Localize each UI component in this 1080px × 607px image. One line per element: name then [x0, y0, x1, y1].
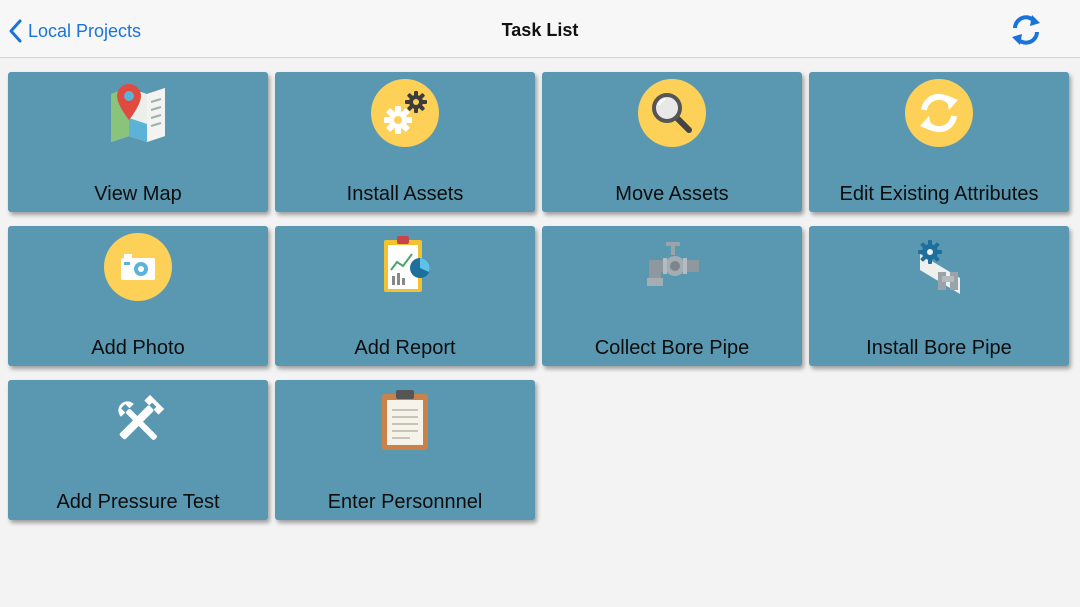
task-tile-add-photo[interactable]: Add Photo — [8, 226, 268, 366]
pipe-valve-icon — [647, 242, 699, 286]
task-label: Edit Existing Attributes — [839, 183, 1039, 205]
chevron-left-icon — [9, 19, 22, 43]
navigation-bar: Local Projects Task List — [0, 0, 1080, 58]
report-clipboard-icon — [384, 236, 430, 292]
task-tile-collect-bore-pipe[interactable]: Collect Bore Pipe — [542, 226, 802, 366]
task-tile-add-report[interactable]: Add Report — [275, 226, 535, 366]
task-grid: View Map Install Assets — [8, 72, 1069, 520]
task-label: Collect Bore Pipe — [594, 337, 750, 359]
task-tile-enter-personnel[interactable]: Enter Personnnel — [275, 380, 535, 520]
task-label: Install Assets — [346, 183, 464, 205]
task-tile-view-map[interactable]: View Map — [8, 72, 268, 212]
task-tile-add-pressure-test[interactable]: Add Pressure Test — [8, 380, 268, 520]
task-label: Enter Personnnel — [327, 491, 483, 513]
gears-icon — [371, 79, 439, 147]
task-tile-edit-existing-attributes[interactable]: Edit Existing Attributes — [809, 72, 1069, 212]
task-tile-install-assets[interactable]: Install Assets — [275, 72, 535, 212]
task-label: Add Pressure Test — [56, 491, 220, 513]
page-title: Task List — [501, 20, 579, 40]
refresh-icon — [1012, 15, 1040, 45]
back-button-label: Local Projects — [28, 20, 142, 41]
back-button[interactable]: Local Projects — [8, 16, 141, 46]
camera-icon — [104, 233, 172, 301]
task-label: Add Photo — [91, 337, 185, 359]
magnifier-icon — [638, 79, 706, 147]
refresh-button[interactable] — [1008, 12, 1044, 48]
task-label: Move Assets — [615, 183, 729, 205]
sync-arrows-icon — [905, 79, 973, 147]
tools-icon — [118, 394, 165, 440]
task-tile-move-assets[interactable]: Move Assets — [542, 72, 802, 212]
bore-pipe-install-icon — [918, 240, 960, 294]
task-tile-install-bore-pipe[interactable]: Install Bore Pipe — [809, 226, 1069, 366]
task-label: Install Bore Pipe — [866, 337, 1012, 359]
map-pin-icon — [111, 84, 165, 142]
task-label: View Map — [94, 183, 182, 205]
task-label: Add Report — [354, 337, 456, 359]
clipboard-icon — [382, 390, 428, 450]
